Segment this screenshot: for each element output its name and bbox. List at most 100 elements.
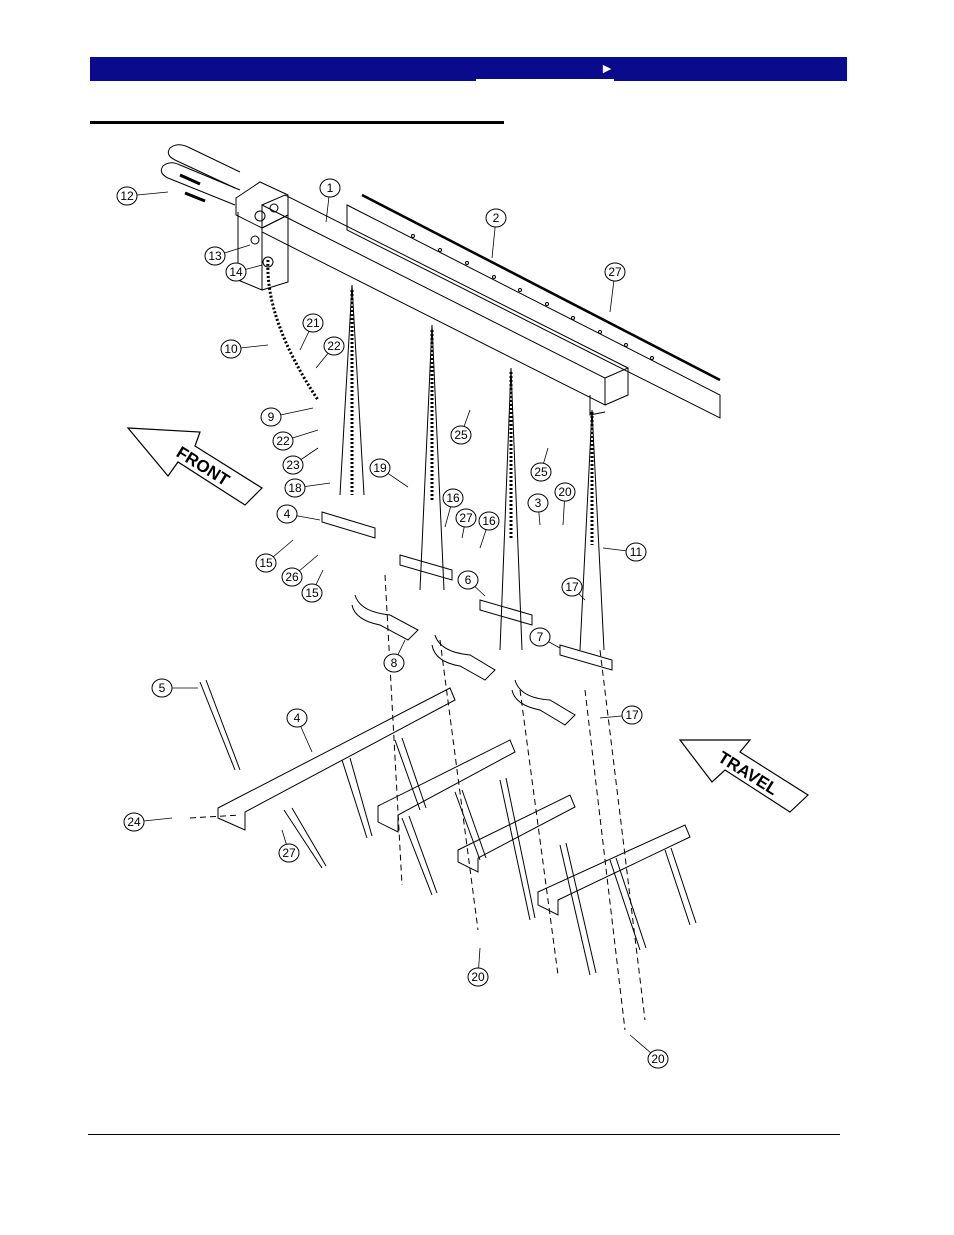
callout-number: 25 [534,465,548,479]
callout-number: 14 [229,265,243,279]
callout-number: 4 [284,507,291,521]
callout-bubble [151,678,173,698]
callout-bubble [561,577,583,597]
callout-number: 17 [565,580,579,594]
callout-number: 1 [327,181,334,195]
callout-bubble [450,425,472,445]
callout-bubble [530,462,552,482]
callout-c14: 14 [225,262,263,282]
callout-c22a: 22 [315,336,345,369]
u-bolt-part [160,144,241,206]
callout-bubble [319,178,341,198]
callout-bubble [625,542,647,562]
header-bar: ► [90,57,847,81]
callout-bubble [621,705,643,725]
callout-c16b: 16 [478,511,500,549]
callout-c13: 13 [204,244,251,266]
callout-c4a: 4 [276,504,321,524]
callout-bubble [323,336,345,356]
callout-c21: 21 [299,313,324,351]
callout-number: 26 [285,570,299,584]
section-title-rule [90,121,504,124]
callout-bubble [255,553,277,573]
callout-number: 5 [159,681,166,695]
callout-number: 17 [625,708,639,722]
callout-c6: 6 [457,570,486,597]
callout-number: 6 [465,573,472,587]
callout-number: 3 [535,496,542,510]
callout-c11: 11 [602,542,647,562]
callout-c10: 10 [220,339,269,359]
callout-bubble [457,570,479,590]
front-direction-arrow: FRONT [126,427,263,506]
callout-c5: 5 [151,678,198,698]
callout-number: 12 [120,189,134,203]
callout-bubble [485,208,507,228]
callout-bubble [272,431,294,451]
drawbar-arm-part [351,594,576,726]
callout-number: 9 [268,410,275,424]
callout-bubble [282,455,304,475]
callout-number: 20 [471,970,485,984]
callout-number: 24 [127,815,141,829]
callout-number: 15 [305,586,319,600]
callout-bubble [442,488,464,508]
callout-c27b: 27 [455,508,477,539]
callout-bubble [302,313,324,333]
callout-c16a: 16 [442,488,464,528]
callout-c20a: 20 [554,482,576,526]
chain-hanger-lines [339,284,605,651]
callout-c23: 23 [282,447,319,475]
callout-number: 16 [446,491,460,505]
callout-bubble [455,508,477,528]
callout-number: 23 [286,458,300,472]
callout-number: 11 [630,545,643,559]
callout-bubble [301,583,323,603]
callout-number: 10 [224,342,238,356]
callout-bubble [369,458,391,478]
callout-number: 18 [288,481,302,495]
part-callouts: 1234456789101112131415151616171718192020… [116,178,669,1069]
callout-bubble [284,478,306,498]
callout-c15b: 15 [301,569,324,603]
callout-c18: 18 [284,478,331,498]
callout-c12: 12 [116,186,169,206]
callout-number: 22 [276,434,290,448]
callout-c1: 1 [319,178,341,223]
callout-c19: 19 [369,458,409,488]
callout-number: 25 [454,428,468,442]
travel-direction-arrow: TRAVEL [678,739,809,813]
callout-c27c: 27 [278,829,300,863]
callout-c17b: 17 [599,705,643,725]
callout-c20b: 20 [467,947,489,987]
callout-bubble [281,567,303,587]
callout-number: 19 [373,461,387,475]
callout-c3: 3 [527,493,549,526]
angle-bar-part [346,193,721,419]
callout-number: 8 [391,656,398,670]
callout-number: 7 [537,630,544,644]
callout-bubble [647,1049,669,1069]
callout-number: 27 [459,511,473,525]
header-nav-link[interactable]: ► [476,59,614,81]
callout-c2: 2 [485,208,507,259]
assembly-guide-lines [189,574,646,1031]
tine-part [199,679,697,976]
callout-number: 27 [608,265,622,279]
main-tube-part [261,194,630,416]
callout-bubble [478,511,500,531]
callout-number: 4 [294,711,301,725]
callout-c27a: 27 [604,262,626,313]
callout-c24: 24 [123,812,173,832]
callout-number: 20 [651,1052,665,1066]
callout-number: 16 [482,514,496,528]
callout-c4b: 4 [286,708,313,753]
callout-bubble [604,262,626,282]
callout-c7: 7 [529,627,561,649]
callout-c9: 9 [260,407,314,427]
callout-number: 27 [282,846,296,860]
mount-bracket-part [235,181,289,291]
callout-bubble [383,653,405,673]
callout-bubble [554,482,576,502]
